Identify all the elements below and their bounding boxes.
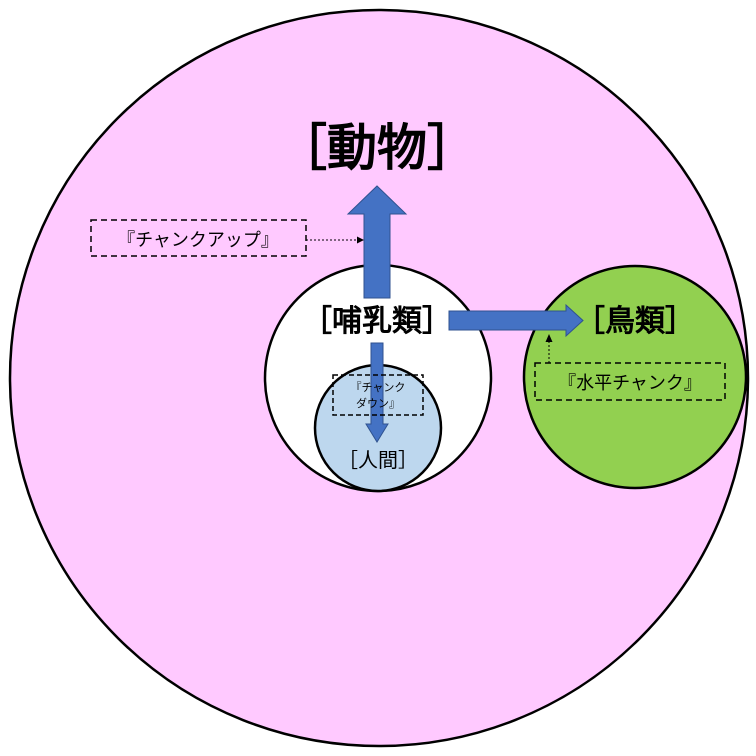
chunk-up-pointer-head <box>357 236 364 244</box>
chunk-up-annotation: 『チャンクアップ』 <box>117 230 279 251</box>
human-label: ［人間］ <box>338 448 418 472</box>
horizontal-chunk-annotation: 『水平チャンク』 <box>558 373 702 394</box>
mammal-label: ［哺乳類］ <box>302 304 452 339</box>
horizontal-chunk-pointer-head <box>545 334 553 342</box>
horizontal-chunk-annotation-box <box>534 362 726 401</box>
horizontal-chunk-arrow <box>448 303 584 338</box>
animal-label: ［動物］ <box>277 119 477 177</box>
bird-label: ［鳥類］ <box>575 304 695 339</box>
chunk-up-annotation-box <box>90 219 307 257</box>
chunk-up-arrow <box>346 185 408 299</box>
chunk-down-annotation-line2: ダウン』 <box>356 396 400 410</box>
chunk-down-arrow <box>365 342 389 443</box>
chunk-down-annotation-line1: 『チャンク <box>351 381 406 394</box>
chunk-down-annotation-box <box>332 374 424 416</box>
